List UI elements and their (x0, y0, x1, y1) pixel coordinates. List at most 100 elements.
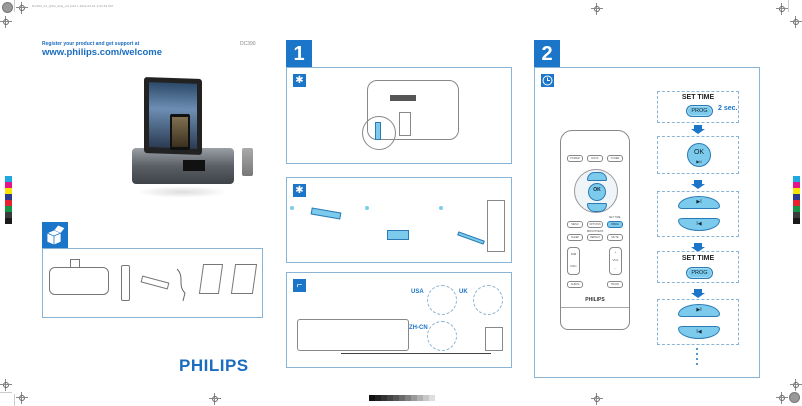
brightness-caption: BRIGHTNESS (587, 230, 604, 233)
hold-duration: 2 sec. (718, 105, 738, 112)
dock-button[interactable]: DOCK (587, 155, 603, 162)
crop-line (788, 0, 789, 12)
navigation-pad: OK (574, 169, 618, 213)
prog-button-illustration: PROG (686, 105, 713, 117)
flow-step-2: OK ▶II (657, 136, 739, 174)
clock-icon (541, 74, 554, 87)
down-arrow-icon (691, 289, 705, 298)
crop-line (14, 0, 15, 12)
battery-icon: ✱ (293, 74, 306, 87)
flow-step-5: ▶I I◀ (657, 299, 739, 345)
battery-highlight (375, 122, 381, 140)
adapter-drawing-3 (457, 231, 485, 245)
registration-mark-tr (776, 3, 788, 15)
power-panel: ⌐ USA UK ZH-CN (286, 272, 512, 368)
file-meta: DC390_12_QSG_Eng_A4.indd 1 2011-04-01 3:… (32, 4, 113, 8)
set-time-caption: SET TIME (609, 216, 621, 219)
set-time-title: SET TIME (681, 94, 715, 101)
power-cable (341, 353, 491, 354)
dock-adapter-panel: ✱ (286, 177, 512, 263)
album-button[interactable]: ALBUM (567, 281, 583, 288)
wall-outlet (485, 327, 503, 351)
region-label-uk: UK (459, 289, 468, 295)
previous-arc-illustration: I◀ (678, 326, 720, 339)
registration-mark-br2 (790, 379, 802, 391)
package-contents-panel (42, 248, 263, 318)
uk-plug-circle (473, 285, 503, 315)
registration-mark-bc (209, 393, 221, 405)
play-pause-label: ▶II (696, 159, 702, 164)
vol-label: VOL (612, 258, 619, 262)
mute-button[interactable]: MUTE (607, 234, 623, 241)
ok-button-illustration: OK ▶II (687, 143, 711, 167)
step-2-badge: 2 (534, 40, 560, 68)
battery-compartment (399, 112, 411, 136)
adapter-drawing-2 (387, 230, 409, 240)
previous-button[interactable] (587, 203, 607, 212)
flow-step-4: SET TIME PROG (657, 251, 739, 283)
grayscale-bar (369, 395, 435, 401)
adapter-drawing-1 (310, 207, 342, 220)
region-label-zh-cn: ZH-CN (409, 325, 428, 331)
usa-plug-circle (427, 285, 457, 315)
speaker-display (183, 160, 205, 171)
registration-mark-bl2 (16, 392, 28, 404)
down-arrow-icon (691, 180, 705, 189)
cmyk-color-bar-right (793, 176, 800, 224)
sub-step-1-marker (290, 206, 294, 210)
ok-label: OK (693, 149, 705, 156)
flow-step-3: ▶I I◀ (657, 191, 739, 237)
remote-brand: PHILIPS (585, 297, 605, 303)
registration-circle-br (789, 392, 800, 403)
cmyk-color-bar-left (5, 176, 12, 224)
remote-back-drawing (367, 80, 459, 140)
vol-down-label: – (614, 266, 617, 270)
remote-control: POWER DOCK TUNER OK SET TIME MENU OPTION… (560, 130, 630, 330)
options-button[interactable]: OPTIONS (587, 221, 603, 228)
down-arrow-icon (691, 243, 705, 252)
dock-slot-drawing (70, 259, 80, 268)
adapter-drawing (140, 275, 170, 290)
next-button[interactable] (587, 172, 607, 181)
flow-step-1: SET TIME PROG 2 sec. (657, 91, 739, 123)
registration-mark-tr2 (790, 16, 802, 28)
volume-rocker[interactable]: +VOL– (609, 247, 622, 275)
power-button[interactable]: POWER (567, 155, 583, 162)
registration-circle-tl (2, 2, 13, 13)
set-time-title: SET TIME (681, 255, 715, 262)
registration-mark-br (776, 392, 788, 404)
previous-arc-illustration: I◀ (678, 218, 720, 231)
menu-button[interactable]: MENU (567, 221, 583, 228)
speaker-back-drawing (297, 319, 409, 351)
zoom-circle (362, 116, 396, 150)
region-label-usa: USA (411, 289, 424, 295)
dim-label: DIM (570, 252, 577, 256)
ok-button[interactable]: OK (588, 183, 606, 201)
battery-panel: ✱ (286, 67, 512, 164)
registration-mark-bl (0, 379, 12, 391)
sleep-button[interactable]: SLEEP (567, 234, 583, 241)
model-number: DC390 (240, 41, 256, 47)
dock-icon: ✱ (293, 184, 306, 197)
track-button[interactable]: TRACK (607, 281, 623, 288)
package-contents-icon (42, 222, 68, 248)
registration-mark-bc2 (591, 393, 603, 405)
tuner-button[interactable]: TUNER (607, 155, 623, 162)
iphone-image (170, 114, 190, 150)
quick-start-guide-drawing (230, 264, 258, 294)
sub-step-3-marker (439, 206, 443, 210)
support-url-link[interactable]: www.philips.com/welcome (42, 47, 163, 58)
remote-image (242, 148, 253, 176)
prog-button[interactable]: PROG (607, 221, 623, 228)
prog-button-illustration: PROG (686, 267, 713, 279)
product-shadow (136, 186, 228, 198)
next-arc-illustration: ▶I (678, 304, 720, 317)
crop-line (14, 394, 15, 406)
power-cord-drawing (176, 268, 186, 302)
remote-drawing (121, 265, 130, 301)
registration-mark-tl2 (0, 16, 12, 28)
sub-step-2-marker (365, 206, 369, 210)
repeat-button[interactable]: REPEAT (587, 234, 603, 241)
step-1-badge: 1 (286, 40, 312, 68)
